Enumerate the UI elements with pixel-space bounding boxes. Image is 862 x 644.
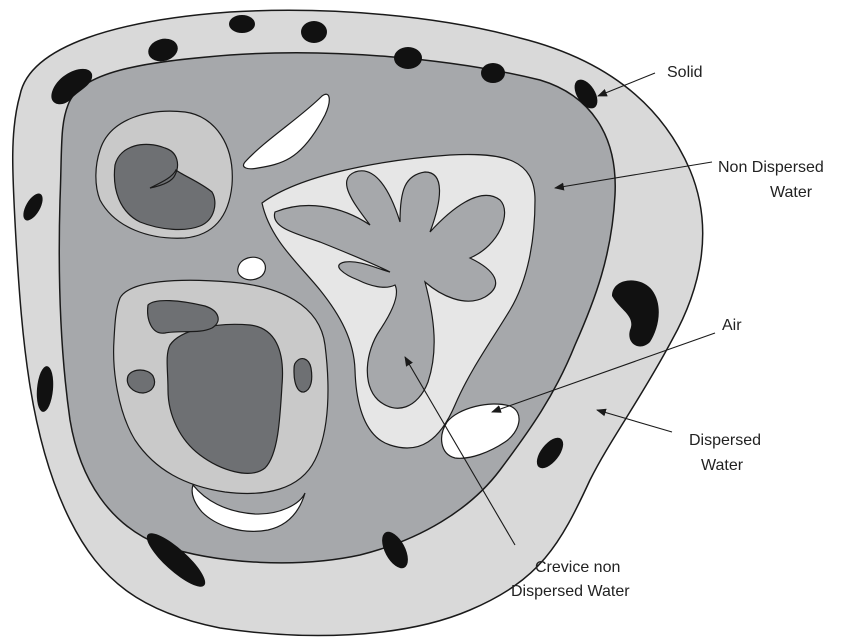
- pore-lower-left-pocket-right: [294, 359, 312, 392]
- label-crevice-line1: Crevice non: [535, 559, 620, 576]
- label-solid: Solid: [667, 64, 703, 81]
- label-air: Air: [722, 317, 742, 334]
- label-dispersed-line2: Water: [701, 457, 744, 474]
- air-pocket-small: [238, 257, 266, 280]
- solid-particle: [229, 15, 255, 33]
- solid-particle: [394, 47, 422, 69]
- label-non-dispersed-line1: Non Dispersed: [718, 159, 824, 176]
- label-crevice-line2: Dispersed Water: [511, 583, 630, 600]
- label-non-dispersed-line2: Water: [770, 184, 813, 201]
- label-dispersed-line1: Dispersed: [689, 432, 761, 449]
- solid-particle: [481, 63, 505, 83]
- solid-particle: [301, 21, 327, 43]
